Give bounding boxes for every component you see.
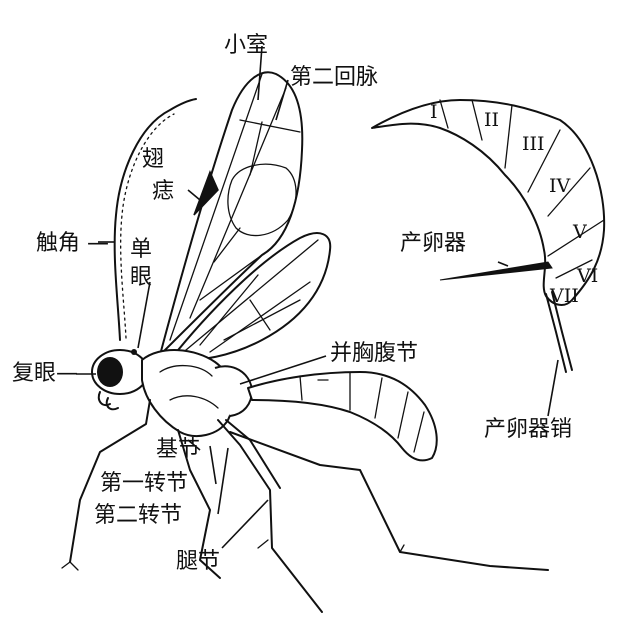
leader-stigma — [187, 189, 201, 201]
antenna-segments — [120, 113, 175, 339]
thorax — [141, 349, 253, 437]
abdomen — [247, 371, 438, 462]
leader-second-recurrent-vein — [275, 79, 289, 121]
label-stigma-2: 痣 — [152, 179, 174, 204]
leader-femur — [221, 499, 269, 549]
label-stigma-1: 翅 — [142, 147, 164, 172]
segment-label-IV: IV — [549, 175, 571, 197]
antenna — [113, 98, 197, 341]
ovipositor-sheath — [551, 291, 573, 371]
compound-eye-shape — [97, 357, 123, 387]
segment-label-V: V — [572, 221, 587, 243]
ocellus-dot — [131, 349, 137, 355]
leader-propodeum — [239, 355, 327, 385]
legs — [61, 399, 549, 613]
detached-abdomen — [371, 99, 606, 373]
leader-coxa — [187, 439, 201, 451]
label-ocellus-1: 单 — [130, 237, 152, 262]
label-ovipositor: 产卵器 — [400, 231, 466, 256]
segment-label-I: I — [430, 101, 438, 123]
leader-ovipositor-sheath — [547, 359, 559, 417]
label-second-trochanter: 第二转节 — [94, 503, 182, 528]
leader-ocellus — [137, 281, 151, 349]
label-compound-eye: 复眼— — [12, 361, 78, 386]
label-first-trochanter: 第一转节 — [100, 471, 188, 496]
leader-second-trochanter — [217, 447, 229, 515]
ovipositor-line — [439, 261, 553, 281]
label-ovipositor-sheath: 产卵器销 — [484, 417, 572, 442]
hindwing — [169, 232, 332, 362]
leader-first-trochanter — [209, 445, 217, 485]
label-ocellus-2: 眼 — [130, 265, 152, 290]
segment-label-II: II — [484, 109, 499, 131]
label-femur: 腿节 — [176, 549, 220, 574]
label-coxa: 基节 — [156, 437, 200, 462]
segment-label-III: III — [522, 133, 545, 155]
leader-ovipositor — [497, 261, 509, 267]
label-propodeum: 并胸腹节 — [330, 341, 418, 366]
segment-label-VII: VII — [549, 285, 579, 307]
stigma — [193, 170, 219, 216]
leader-areolet — [257, 45, 263, 101]
label-second-recurrent-vein: 第二回脉 — [290, 65, 378, 90]
forewing — [159, 71, 304, 356]
segment-label-VI: VI — [576, 265, 598, 287]
label-areolet: 小室 — [224, 33, 268, 58]
head — [91, 349, 149, 411]
label-antenna: 触角 — — [36, 231, 109, 256]
